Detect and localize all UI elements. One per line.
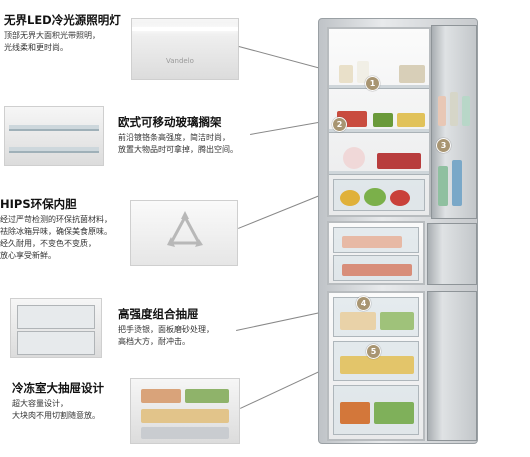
fridge-compartment — [327, 27, 431, 217]
meat-drawer — [333, 255, 419, 281]
food-item — [377, 153, 421, 169]
refrigerator — [318, 18, 478, 444]
food-item — [340, 402, 370, 424]
feature-2-desc-line: 放置大物品时可拿掉，腾出空间。 — [118, 145, 238, 154]
feature-4-title: 高强度组合抽屉 — [118, 307, 199, 321]
feature-3-desc-line: 经过严苛检测的环保抗菌材料， — [0, 215, 112, 224]
feature-3-number-badge: 3 — [436, 138, 451, 153]
feature-1-title: 无界LED冷光源照明灯 — [4, 13, 121, 27]
freezer-food — [185, 389, 229, 403]
freezer-drawer-thumbnail — [130, 378, 240, 444]
feature-2-desc: 前沿镀铬条高强度，简洁时尚， 放置大物品时可拿掉，腾出空间。 — [118, 132, 238, 156]
led-light-thumbnail: Vandelo — [131, 18, 239, 80]
feature-5-desc-line: 大块肉不用切割随意放。 — [12, 411, 100, 420]
feature-5-desc: 超大容量设计， 大块肉不用切割随意放。 — [12, 398, 100, 422]
food-item — [390, 190, 410, 206]
door-bottle — [462, 96, 470, 126]
freezer-drawer — [333, 297, 419, 337]
food-item — [399, 65, 425, 83]
food-item — [340, 356, 414, 374]
glass-shelf-thumbnail — [4, 106, 104, 166]
feature-3-desc-line: 祛除冰箱异味，确保美食原味。 — [0, 227, 112, 236]
feature-1-number-badge: 1 — [365, 76, 380, 91]
feature-2-number-badge: 2 — [332, 117, 347, 132]
drawer-thumbnail — [10, 298, 102, 358]
door-bottle — [450, 92, 458, 126]
feature-1-desc: 顶部无界大面积光带照明， 光线柔和更时尚。 — [4, 30, 100, 54]
feature-1-desc-line: 光线柔和更时尚。 — [4, 43, 68, 52]
freezer-food — [141, 409, 229, 423]
feature-4-number-badge: 4 — [356, 296, 371, 311]
freezer-food — [141, 389, 181, 403]
glass-shelf — [9, 125, 99, 131]
feature-5-desc-line: 超大容量设计， — [12, 399, 68, 408]
food-item — [340, 312, 376, 330]
variable-temp-compartment — [327, 221, 425, 285]
feature-3-title: HIPS环保内胆 — [0, 197, 77, 211]
glass-shelf — [9, 147, 99, 153]
glass-shelf — [329, 129, 429, 133]
food-item — [342, 264, 412, 276]
feature-5-title: 冷冻室大抽屉设计 — [12, 381, 104, 395]
freezer-compartment — [327, 291, 425, 441]
food-item — [342, 236, 402, 248]
brand-logo: Vandelo — [166, 57, 194, 65]
food-item — [339, 65, 353, 83]
door-bottle — [438, 166, 448, 206]
food-item — [340, 190, 360, 206]
freezer-door-open — [427, 291, 477, 441]
drawer-panel — [17, 331, 95, 355]
recycle-icon — [167, 211, 203, 247]
fridge-door-open — [431, 25, 477, 219]
food-item — [373, 113, 393, 127]
recycle-liner-thumbnail — [130, 200, 238, 266]
led-strip — [132, 27, 238, 31]
feature-1-desc-line: 顶部无界大面积光带照明， — [4, 31, 100, 40]
feature-3-desc-line: 经久耐用，不变色不变质， — [0, 239, 96, 248]
freezer-food — [141, 427, 229, 439]
glass-shelf — [329, 171, 429, 175]
meat-drawer — [333, 227, 419, 253]
food-item — [364, 188, 386, 206]
feature-5-number-badge: 5 — [366, 344, 381, 359]
feature-4-desc: 把手烫银，面板磨砂处理， 高档大方，耐冲击。 — [118, 324, 214, 348]
feature-2-desc-line: 前沿镀铬条高强度，简洁时尚， — [118, 133, 230, 142]
door-bottle — [452, 160, 462, 206]
food-item — [397, 113, 425, 127]
door-bottle — [438, 96, 446, 126]
feature-3-desc: 经过严苛检测的环保抗菌材料， 祛除冰箱异味，确保美食原味。 经久耐用，不变色不变… — [0, 214, 112, 262]
middle-door-open — [427, 223, 477, 285]
drawer-panel — [17, 305, 95, 329]
food-item — [343, 147, 365, 169]
feature-4-desc-line: 把手烫银，面板磨砂处理， — [118, 325, 214, 334]
freezer-drawer — [333, 385, 419, 435]
food-item — [380, 312, 414, 330]
food-item — [374, 402, 414, 424]
feature-4-desc-line: 高档大方，耐冲击。 — [118, 337, 190, 346]
crisper-drawer — [333, 179, 425, 211]
feature-2-title: 欧式可移动玻璃搁架 — [118, 115, 222, 129]
feature-3-desc-line: 放心享受新鲜。 — [0, 251, 56, 260]
